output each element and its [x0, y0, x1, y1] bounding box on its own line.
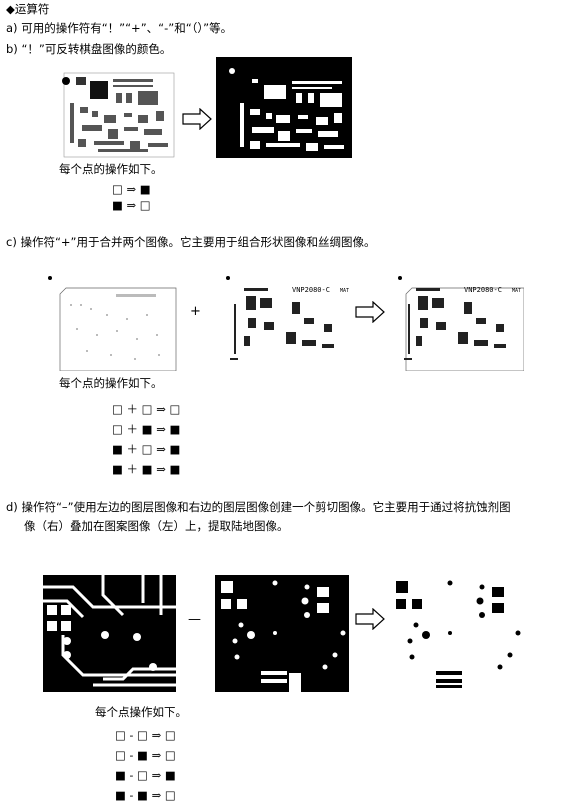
op-rule-b-2: ■ ⇒ □ — [112, 198, 151, 212]
silk-image: VNP2080-C MAT — [224, 274, 352, 371]
plus-symbol: + — [190, 304, 201, 319]
op-rule-c-1: □ ＋ □ ⇒ □ — [112, 402, 181, 416]
per-point-note-c: 每个点的操作如下。 — [59, 376, 163, 390]
combined-image: VNP2080-C MAT — [396, 274, 524, 371]
pcb-board-image-inverted — [216, 57, 352, 158]
pattern-image — [43, 575, 176, 692]
combined-label-vnp: VNP2080-C — [464, 286, 502, 294]
item-d-line2: 像（右）叠加在图案图像（左）上，提取陆地图像。 — [24, 519, 289, 533]
item-a: a) 可用的操作符有“！”“+”、“-”和“（）”等。 — [6, 21, 233, 35]
item-c: c) 操作符“+”用于合并两个图像。它主要用于组合形状图像和丝绸图像。 — [6, 235, 376, 249]
right-arrow-icon — [355, 608, 385, 630]
silk-label-mat: MAT — [340, 288, 349, 294]
land-image — [390, 575, 524, 692]
pcb-board-image-original — [58, 63, 178, 159]
per-point-note-b: 每个点的操作如下。 — [59, 162, 163, 176]
minus-symbol: — — [188, 612, 201, 627]
op-rule-b-1: □ ⇒ ■ — [112, 182, 151, 196]
section-heading: ◆运算符 — [6, 2, 50, 16]
item-d-line1: d) 操作符“–”使用左边的图层图像和右边的图层图像创建一个剪切图像。它主要用于… — [6, 500, 511, 514]
shape-image — [46, 274, 180, 371]
right-arrow-icon — [355, 301, 385, 323]
op-rule-d-2: □ - ■ ⇒ □ — [115, 748, 176, 762]
per-point-note-d: 每个点操作如下。 — [95, 705, 187, 719]
resist-image — [215, 575, 349, 692]
op-rule-c-3: ■ ＋ □ ⇒ ■ — [112, 442, 181, 456]
right-arrow-icon — [182, 108, 212, 130]
silk-label-vnp: VNP2080-C — [292, 286, 330, 294]
op-rule-c-4: ■ ＋ ■ ⇒ ■ — [112, 462, 181, 476]
op-rule-d-3: ■ - □ ⇒ ■ — [115, 768, 176, 782]
op-rule-c-2: □ ＋ ■ ⇒ ■ — [112, 422, 181, 436]
op-rule-d-1: □ - □ ⇒ □ — [115, 728, 176, 742]
combined-label-mat: MAT — [512, 288, 521, 294]
op-rule-d-4: ■ - ■ ⇒ □ — [115, 788, 176, 802]
item-b: b) “！”可反转棋盘图像的颜色。 — [6, 42, 172, 56]
